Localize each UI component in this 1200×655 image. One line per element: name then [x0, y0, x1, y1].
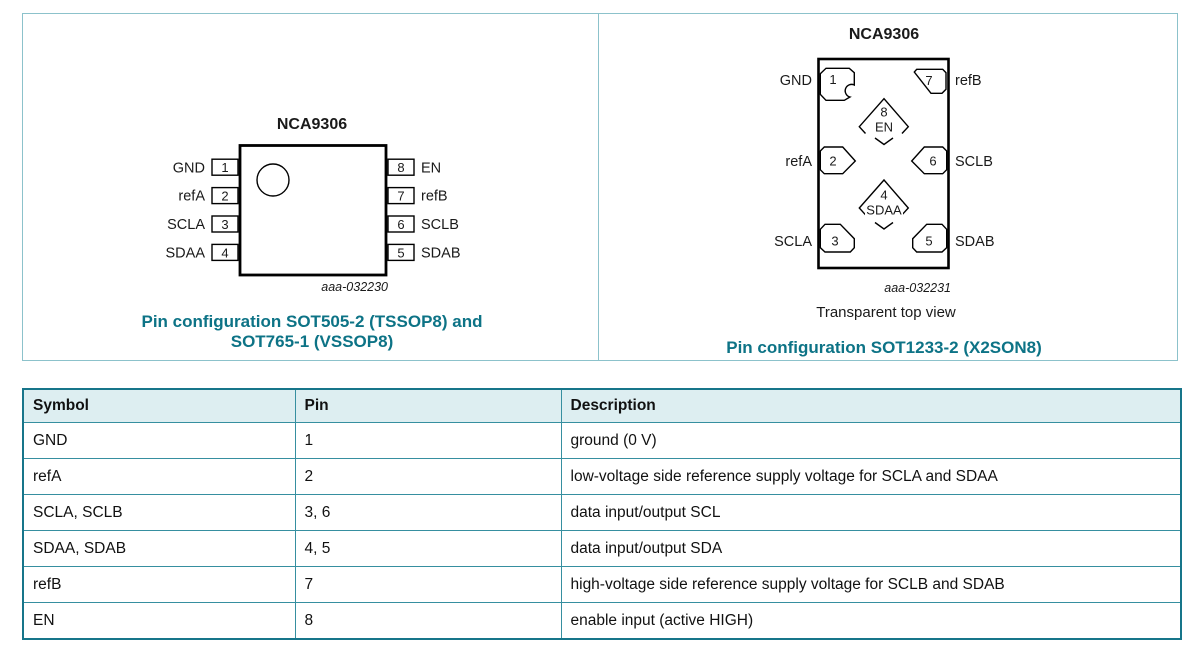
pin3-shape — [819, 223, 855, 253]
pin-cell: 2 — [294, 458, 562, 495]
description-cell: data input/output SCL — [560, 494, 1182, 531]
pin-number: 8 — [880, 105, 887, 120]
pin-cell: 8 — [294, 602, 562, 640]
pin-number: 3 — [221, 217, 228, 232]
symbol-cell: SDAA, SDAB — [22, 530, 296, 567]
pin8-pad-outline — [858, 97, 910, 134]
description-cell: enable input (active HIGH) — [560, 602, 1182, 640]
pin-label: SDAB — [421, 246, 461, 262]
table-row: refA 2 low-voltage side reference supply… — [22, 458, 1182, 495]
pin-number: 7 — [925, 73, 932, 88]
pin-number: 6 — [397, 217, 404, 232]
pin4-arrow-down-icon — [874, 221, 894, 230]
table-row: SDAA, SDAB 4, 5 data input/output SDA — [22, 530, 1182, 567]
pin-cell: 1 — [294, 422, 562, 459]
pin1-indicator-circle — [256, 163, 290, 197]
description-cell: high-voltage side reference supply volta… — [560, 566, 1182, 603]
pin7-shape — [913, 68, 947, 94]
symbol-cell: refA — [22, 458, 296, 495]
tssop8-diagram: NCA9306 1 2 3 4 GND refA SCLA SDAA — [142, 116, 483, 351]
pin4-pad-outline — [858, 178, 910, 216]
chip-title: NCA9306 — [277, 116, 347, 133]
table-row: SCLA, SCLB 3, 6 data input/output SCL — [22, 494, 1182, 531]
pin-number: 4 — [221, 245, 228, 260]
pin-box-2 — [211, 186, 239, 205]
table-row: refB 7 high-voltage side reference suppl… — [22, 566, 1182, 603]
view-note: Transparent top view — [816, 304, 956, 321]
figure-id: aaa-032231 — [884, 281, 951, 295]
pin-box-8 — [387, 158, 415, 176]
pin-box-6 — [387, 215, 415, 233]
pin-number: 1 — [221, 160, 228, 175]
pin8-arrow-down-icon — [874, 137, 894, 146]
pin-label: refB — [421, 189, 448, 205]
pin-label: EN — [421, 160, 441, 176]
figure-caption-line2: SOT765-1 (VSSOP8) — [231, 332, 394, 351]
header-symbol: Symbol — [22, 388, 296, 423]
header-pin: Pin — [294, 388, 562, 423]
pin-cell: 4, 5 — [294, 530, 562, 567]
pin-label: GND — [780, 73, 812, 89]
pin-label: SCLA — [774, 234, 812, 250]
pin-number: 5 — [925, 234, 932, 249]
pin-cell: 3, 6 — [294, 494, 562, 531]
pin-label: SCLB — [955, 154, 993, 170]
symbol-cell: refB — [22, 566, 296, 603]
pin-number: 4 — [880, 188, 887, 203]
pin-box-4 — [211, 243, 239, 262]
pin4-label-backing — [865, 202, 903, 217]
header-description: Description — [560, 388, 1182, 423]
pin-label: refA — [785, 154, 812, 170]
pin-label: SDAB — [955, 234, 995, 250]
symbol-cell: EN — [22, 602, 296, 640]
table-row: GND 1 ground (0 V) — [22, 422, 1182, 459]
pin-label: SCLB — [421, 217, 459, 233]
symbol-cell: GND — [22, 422, 296, 459]
pin-number: 6 — [929, 154, 936, 169]
pin-box-1 — [211, 158, 239, 176]
x2son8-diagram: NCA9306 1 GND 7 refB 8 EN 2 refA — [726, 26, 1042, 357]
pin-label: SDAA — [166, 246, 206, 262]
pin-number: 2 — [829, 154, 836, 169]
pin-number: 8 — [397, 160, 404, 175]
chip-body — [238, 144, 388, 277]
pin-description-table: Symbol Pin Description GND 1 ground (0 V… — [22, 388, 1182, 640]
pin2-shape — [819, 146, 857, 175]
table-row: EN 8 enable input (active HIGH) — [22, 602, 1182, 640]
chip-title: NCA9306 — [849, 26, 919, 43]
pin6-shape — [910, 146, 948, 175]
symbol-cell: SCLA, SCLB — [22, 494, 296, 531]
pin-label: refA — [178, 189, 205, 205]
figure-caption-line1: Pin configuration SOT505-2 (TSSOP8) and — [142, 312, 483, 331]
pin-label: GND — [173, 160, 205, 176]
figure-id: aaa-032230 — [321, 280, 388, 294]
description-cell: data input/output SDA — [560, 530, 1182, 567]
pin-box-7 — [387, 186, 415, 205]
pin-label: SCLA — [167, 217, 205, 233]
pin-cell: 7 — [294, 566, 562, 603]
pin5-shape — [912, 223, 948, 253]
pin-number: 2 — [221, 189, 228, 204]
tssop8-panel: NCA9306 1 2 3 4 GND refA SCLA SDAA — [23, 14, 598, 360]
pin-label: refB — [955, 73, 982, 89]
pin-label: SDAA — [866, 203, 902, 218]
figure-caption: Pin configuration SOT1233-2 (X2SON8) — [726, 338, 1042, 357]
pin1-shape — [819, 67, 855, 101]
description-cell: ground (0 V) — [560, 422, 1182, 459]
pin-number: 3 — [831, 234, 838, 249]
pin-box-5 — [387, 243, 415, 262]
pin-box-3 — [211, 215, 239, 233]
x2son8-panel: NCA9306 1 GND 7 refB 8 EN 2 refA — [598, 14, 1177, 360]
pin-number: 5 — [397, 245, 404, 260]
pin-number: 1 — [829, 72, 836, 87]
pin-label: EN — [875, 120, 893, 135]
pin-config-figure: NCA9306 1 2 3 4 GND refA SCLA SDAA — [22, 13, 1178, 361]
description-cell: low-voltage side reference supply voltag… — [560, 458, 1182, 495]
pin-number: 7 — [397, 189, 404, 204]
table-header-row: Symbol Pin Description — [22, 388, 1182, 423]
